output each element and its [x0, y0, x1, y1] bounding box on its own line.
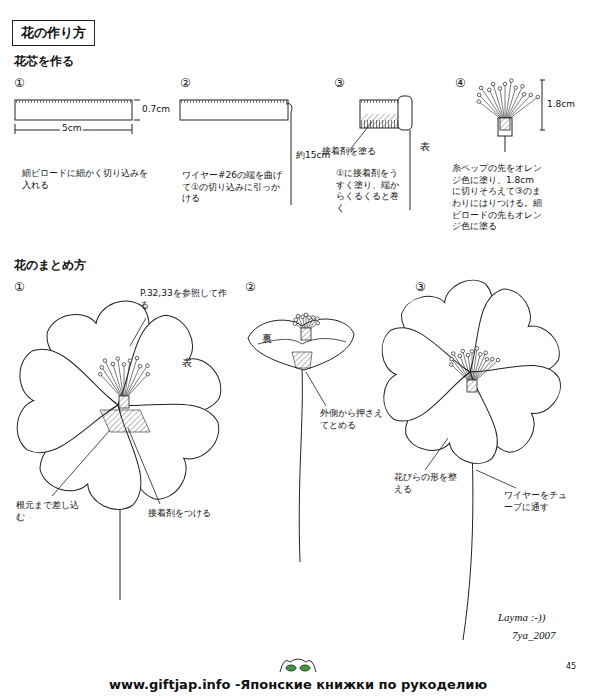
velvet-strip: [360, 100, 402, 128]
cat-icon: [280, 659, 316, 672]
flower: [16, 295, 230, 516]
stamens: [449, 347, 499, 392]
petal: [16, 348, 121, 457]
rolled-core: [498, 118, 512, 136]
velvet-strip: [15, 100, 132, 120]
note: 表: [182, 356, 192, 369]
wire: [299, 368, 302, 562]
flower: [381, 274, 568, 468]
note: 花びらの形を整える: [394, 472, 458, 495]
velvet-strip: [180, 100, 288, 120]
signature: Layma :-)): [498, 610, 545, 624]
note: ワイヤーをチューブに通す: [504, 490, 568, 513]
note: 0.7cm: [142, 104, 170, 116]
watermark: www.giftjap.info -Японские книжки по рук…: [0, 677, 596, 694]
rolled-core: [398, 96, 412, 130]
wire: [286, 104, 292, 205]
note: P.32,33を参照して作る: [140, 288, 228, 311]
note: 裏: [262, 332, 272, 345]
wire: [410, 130, 411, 210]
stamens: [293, 313, 319, 340]
note: 糸ペップの先をオレンジ色に塗り、1.8cmに切りそろえて③のまわりにはりつける。…: [452, 163, 542, 233]
leader-lines: [52, 122, 516, 504]
note: 1.8cm: [547, 99, 575, 111]
step-number: ③: [415, 280, 426, 296]
note: ワイヤー#26の端を曲げて①の切り込みに引っかける: [182, 170, 286, 205]
step-number: ②: [245, 280, 256, 296]
flower-side: [248, 319, 354, 370]
stamens: [98, 356, 149, 408]
section-heading: 花芯を作る: [14, 54, 74, 70]
title: 花の作り方: [12, 20, 95, 46]
note: 根元まで差し込む: [16, 500, 80, 523]
step-number: ①: [14, 280, 25, 296]
signature: 7ya_2007: [512, 628, 555, 642]
note: 接着剤をつける: [148, 508, 211, 520]
section-heading: 花のまとめ方: [14, 258, 86, 274]
glue-area: [100, 410, 150, 432]
note: 外側から押さえてとめる: [320, 408, 386, 431]
dimension-line: [15, 124, 132, 134]
stamens: [477, 79, 540, 130]
note: 5cm: [60, 123, 83, 135]
note: ①に接着剤をうすく塗り、端からくるくると巻く: [336, 168, 406, 215]
step-number: ④: [455, 76, 466, 92]
note: 45: [566, 662, 576, 672]
note: 接着剤を塗る: [322, 146, 376, 158]
note: 表: [420, 140, 430, 153]
step-number: ①: [14, 76, 25, 92]
dimension-line: [540, 80, 545, 130]
step-number: ③: [334, 76, 345, 92]
note: 細ビロードに細かく切り込みを入れる: [22, 168, 154, 191]
dimension-tick: [134, 100, 140, 120]
wire: [505, 135, 506, 152]
petal: [381, 325, 471, 422]
step-number: ②: [180, 76, 191, 92]
